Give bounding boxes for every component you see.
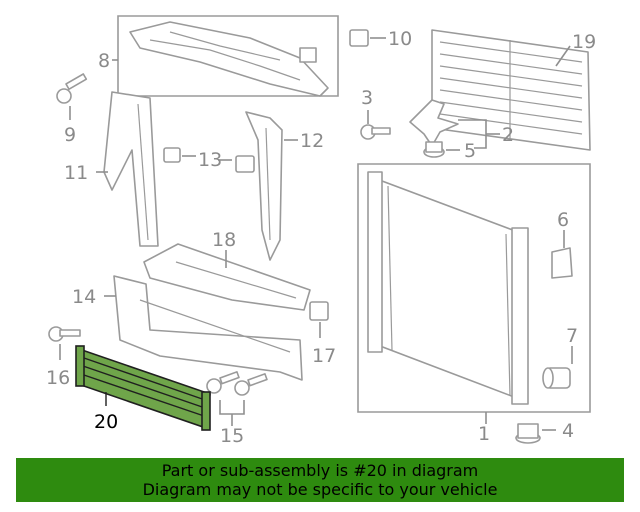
callout-9: 9 (64, 124, 76, 146)
part-12-side-baffle (245, 111, 298, 261)
part-8-air-deflector (112, 15, 339, 97)
part-5-grommet (423, 141, 460, 158)
callout-4: 4 (562, 420, 574, 442)
callout-2: 2 (502, 124, 514, 146)
part-17-clip (309, 301, 329, 338)
part-4-grommet (515, 423, 556, 444)
part-2-bracket (409, 99, 500, 149)
part-18-lower-deflector (143, 243, 311, 311)
part-9-bolt (56, 73, 88, 120)
callout-10: 10 (388, 28, 412, 50)
callout-14: 14 (72, 286, 96, 308)
banner-line-2: Diagram may not be specific to your vehi… (142, 480, 498, 499)
part-6-bracket (551, 230, 573, 279)
callout-19: 19 (572, 31, 596, 53)
callout-17: 17 (312, 345, 336, 367)
callout-6: 6 (557, 209, 569, 231)
part-16-bolt (48, 326, 81, 360)
part-11-side-baffle (96, 91, 159, 247)
part-15-bolts (206, 371, 268, 426)
part-13-clips (163, 147, 255, 173)
callout-11: 11 (64, 162, 88, 184)
callout-16: 16 (46, 367, 70, 389)
part-1-radiator (357, 163, 591, 424)
callout-8: 8 (98, 50, 110, 72)
part-10-clip (349, 29, 386, 47)
info-banner: Part or sub-assembly is #20 in diagram D… (16, 458, 624, 502)
callout-1: 1 (478, 423, 490, 445)
banner-line-1: Part or sub-assembly is #20 in diagram (161, 461, 479, 480)
callout-3: 3 (361, 87, 373, 109)
callout-5: 5 (464, 140, 476, 162)
part-3-bolt (360, 110, 391, 140)
callout-7: 7 (566, 325, 578, 347)
part-20-highlighted (75, 345, 211, 431)
callout-15: 15 (220, 425, 244, 447)
part-7-valve (542, 346, 573, 389)
callout-12: 12 (300, 130, 324, 152)
callout-18: 18 (212, 229, 236, 251)
part-14-lower-shield (104, 275, 303, 381)
callout-20: 20 (94, 411, 118, 433)
callout-13: 13 (198, 149, 222, 171)
